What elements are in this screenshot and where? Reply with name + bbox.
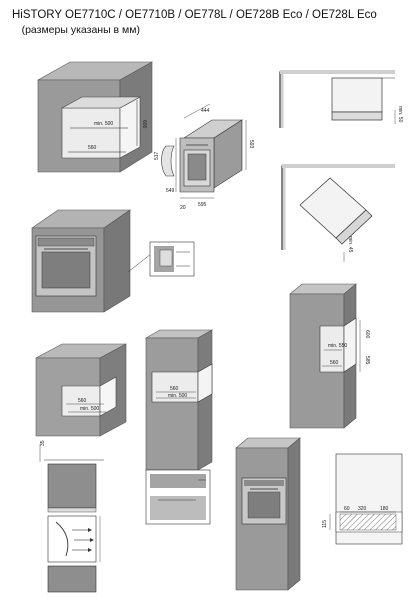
tall-housing-detail-inset: [145, 469, 211, 525]
wall-niche-section-diagram: 60 320 180 115: [322, 453, 403, 545]
dim-tall-600: 600: [364, 330, 370, 339]
mounting-detail-inset: [127, 241, 195, 277]
dim-tall-585: 585: [364, 356, 370, 365]
dim-min-50: min. 50: [397, 106, 403, 123]
dim-min-45: min. 45: [347, 236, 353, 253]
dim-560: 560: [88, 145, 97, 151]
dim-20: 20: [180, 205, 186, 211]
dim-tall2-560: 560: [170, 386, 179, 392]
under-counter-niche-diagram: min. 500 560 600: [36, 61, 154, 173]
dim-niche2-min-500: min. 500: [80, 406, 99, 412]
corner-top-view-diagram: min. 50: [279, 70, 403, 128]
dim-tall-560: 560: [330, 360, 339, 366]
oven-dimensions-diagram: 444 517 549 20 595 593: [154, 103, 254, 211]
dim-tall-min-550: min. 550: [328, 343, 347, 349]
tall-column-housing-diagram: 560 min. 550 585 600: [289, 283, 370, 429]
dim-niche-115: 115: [322, 520, 328, 528]
models-title: HiSTORY OE7710C / OE7710B / OE778L / OE7…: [12, 9, 377, 21]
dim-vent-35: 35: [40, 440, 46, 446]
dim-444: 444: [201, 108, 210, 114]
dim-517: 517: [154, 151, 160, 160]
dim-tall2-min-500: min. 500: [168, 393, 187, 399]
dim-niche-180: 180: [380, 506, 389, 512]
dim-min-500: min. 500: [94, 121, 113, 127]
built-in-under-counter-diagram: [31, 209, 131, 313]
dim-593: 593: [248, 140, 254, 149]
page-title: HiSTORY OE7710C / OE7710B / OE778L / OE7…: [12, 8, 407, 38]
tall-cabinet-opening-diagram: 560 min. 500: [144, 329, 214, 471]
under-counter-niche-2-diagram: 560 min. 500: [35, 343, 127, 437]
dim-niche-320: 320: [358, 506, 367, 512]
ventilation-section-diagram: 35: [39, 440, 104, 593]
dim-595: 595: [198, 202, 207, 208]
corner-angled-view-diagram: min. 45: [281, 164, 395, 262]
dim-niche2-560: 560: [78, 398, 87, 404]
units-note: (размеры указаны в мм): [21, 24, 140, 36]
dim-600: 600: [141, 120, 147, 129]
tall-cabinet-with-oven-diagram: [235, 437, 301, 591]
dim-549: 549: [166, 188, 175, 194]
dim-niche-60: 60: [344, 506, 350, 512]
